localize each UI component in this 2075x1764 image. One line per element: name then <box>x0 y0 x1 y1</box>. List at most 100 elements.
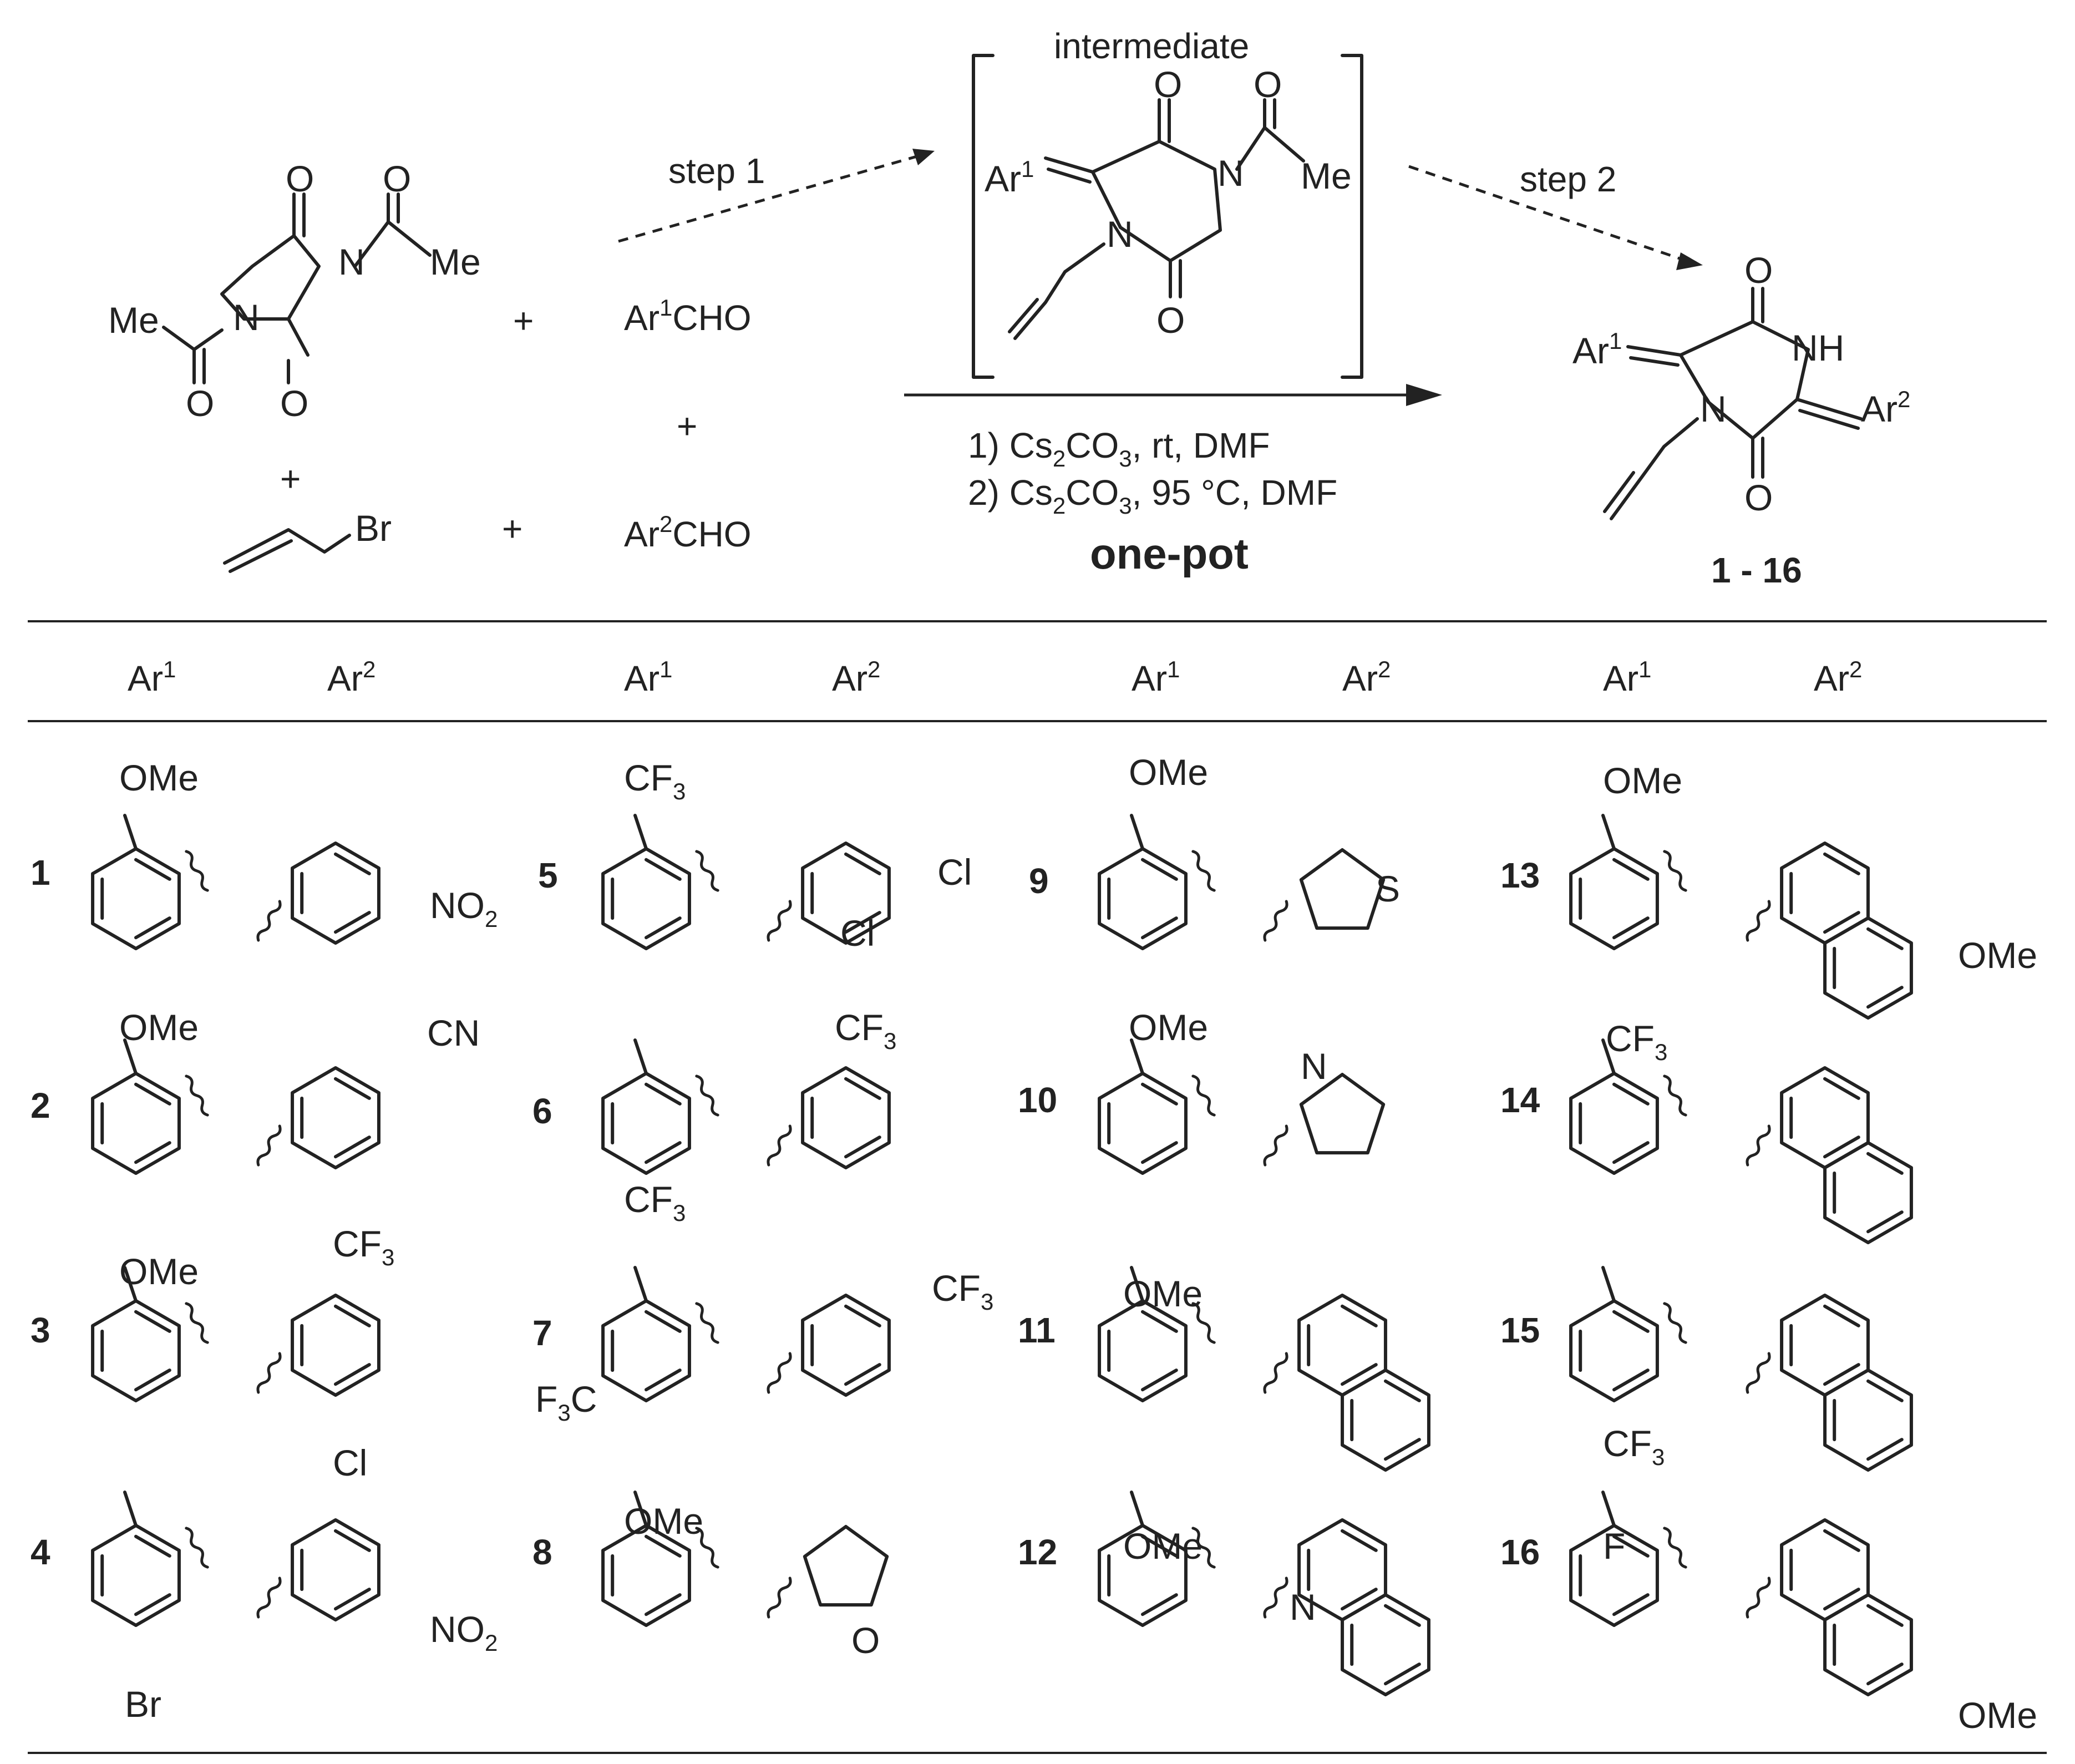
step1-arrowhead <box>912 149 935 165</box>
aromatic-double-bond <box>645 1593 682 1616</box>
aromatic-double-bond <box>645 1310 682 1333</box>
aryl-ring-structures <box>91 814 1913 1696</box>
substituent-bond <box>1601 814 1616 850</box>
entry-number: 12 <box>1018 1532 1057 1572</box>
aromatic-double-bond <box>134 1141 171 1164</box>
attachment-wavy-bond <box>185 1527 209 1569</box>
aromatic-double-bond <box>1866 1379 1904 1402</box>
ar2-fused-ring <box>1823 1141 1913 1244</box>
step2-label: step 2 <box>1520 159 1616 199</box>
ar1-phenyl-ring <box>91 1072 181 1175</box>
attachment-wavy-bond <box>767 1352 792 1394</box>
table-header-row: Ar1 Ar2 Ar1 Ar2 Ar1 Ar2 Ar1 Ar2 <box>128 656 1862 698</box>
aromatic-double-bond <box>1612 1082 1650 1106</box>
aromatic-double-bond <box>844 1077 881 1100</box>
substituent-ome: OMe <box>1123 1273 1203 1314</box>
ar1-phenyl-ring <box>601 1072 691 1175</box>
substituent-bond <box>633 1038 648 1075</box>
aromatic-double-bond <box>1141 1082 1178 1106</box>
product-structure <box>1603 287 1863 520</box>
aromatic-double-bond <box>645 1534 682 1558</box>
aromatic-double-bond <box>1612 1534 1650 1558</box>
ar2-fused-ring <box>1823 916 1913 1020</box>
substituent-ome: OMe <box>1123 1525 1203 1567</box>
ar2-fused-ring <box>1341 1593 1430 1696</box>
ar1-phenyl-ring <box>601 847 691 950</box>
substituent-cn: CN <box>427 1012 480 1053</box>
aromatic-double-bond <box>1823 1304 1860 1327</box>
condition-1: 1) Cs2CO3, rt, DMF <box>968 425 1270 472</box>
aromatic-double-bond <box>844 1363 881 1386</box>
entry-number: 2 <box>31 1086 50 1126</box>
substituent-bond <box>1130 1038 1144 1075</box>
aromatic-double-bond <box>334 1588 371 1611</box>
aromatic-double-bond <box>1384 1438 1421 1461</box>
atom-o: O <box>286 158 314 199</box>
substituent-bond <box>1601 1038 1616 1075</box>
header-ar1: Ar1 <box>128 656 176 698</box>
entry-number: 8 <box>532 1532 552 1572</box>
atom-n: N <box>1107 214 1133 255</box>
substituent-cf3: CF3 <box>1603 1423 1665 1470</box>
aromatic-double-bond <box>1141 1141 1178 1164</box>
header-ar2: Ar2 <box>1814 656 1862 698</box>
atom-me: Me <box>430 241 481 282</box>
substituent-bond <box>1130 814 1144 850</box>
ar1-phenyl-ring <box>1569 847 1659 950</box>
substituent-cl: Cl <box>333 1442 367 1483</box>
ar1-phenyl-ring <box>91 1299 181 1402</box>
aromatic-double-bond <box>1384 1604 1421 1627</box>
ar1-phenyl-ring <box>601 1524 691 1627</box>
substituent-ome: OMe <box>1129 752 1208 793</box>
aromatic-double-bond <box>1612 1141 1650 1164</box>
attachment-wavy-bond <box>695 1074 719 1117</box>
atom-me: Me <box>1301 155 1352 196</box>
aromatic-double-bond <box>1384 1379 1421 1402</box>
aromatic-double-bond <box>334 852 371 875</box>
entry-number: 11 <box>1018 1310 1056 1350</box>
substituent-bond <box>1130 1491 1144 1527</box>
aromatic-double-bond <box>1141 1368 1178 1392</box>
atom-o: O <box>186 383 214 424</box>
step1-label: step 1 <box>668 151 765 191</box>
atom-ar1: Ar1 <box>1572 328 1622 371</box>
entry-number: 14 <box>1500 1080 1540 1120</box>
step1-arrow <box>618 154 921 243</box>
substituent-cl: Cl <box>840 913 875 954</box>
substituent-bond <box>1601 1266 1616 1302</box>
attachment-wavy-bond <box>256 1352 282 1394</box>
aromatic-double-bond <box>334 1304 371 1327</box>
aromatic-double-bond <box>1612 1368 1650 1392</box>
substituent-f: F <box>1603 1525 1625 1567</box>
ar1-phenyl-ring <box>601 1299 691 1402</box>
aromatic-double-bond <box>134 1534 171 1558</box>
atom-br: Br <box>355 508 392 549</box>
condition-2: 2) Cs2CO3, 95 °C, DMF <box>968 473 1337 519</box>
entry-number: 13 <box>1500 855 1540 895</box>
aromatic-double-bond <box>134 916 171 940</box>
ar1-phenyl-ring <box>1569 1072 1659 1175</box>
aromatic-double-bond <box>844 911 881 934</box>
substituent-ome: OMe <box>1958 1695 2037 1736</box>
attachment-wavy-bond <box>1746 900 1771 942</box>
aromatic-double-bond <box>1823 1588 1860 1611</box>
header-ar2: Ar2 <box>327 656 376 698</box>
aromatic-double-bond <box>1612 1593 1650 1616</box>
substituent-bond <box>1601 1491 1616 1527</box>
ar1-phenyl-ring <box>1098 1524 1188 1627</box>
ar2-heteroaryl-ring <box>803 1525 889 1607</box>
aromatic-double-bond <box>645 1082 682 1106</box>
ar2-aryl-ring <box>801 1066 891 1169</box>
aromatic-double-bond <box>334 1077 371 1100</box>
aromatic-double-bond <box>844 1136 881 1159</box>
aromatic-double-bond <box>1141 1534 1178 1558</box>
substituent-cf3: CF3 <box>624 757 686 804</box>
aromatic-double-bond <box>134 1593 171 1616</box>
atom-n: N <box>1301 1046 1327 1087</box>
aromatic-double-bond <box>844 852 881 875</box>
substituent-cf3: CF3 <box>932 1268 993 1315</box>
substituent-bond <box>123 1038 138 1075</box>
attachment-wavy-bond <box>256 1124 282 1167</box>
attachment-wavy-bond <box>1263 900 1288 942</box>
aromatic-double-bond <box>645 1141 682 1164</box>
